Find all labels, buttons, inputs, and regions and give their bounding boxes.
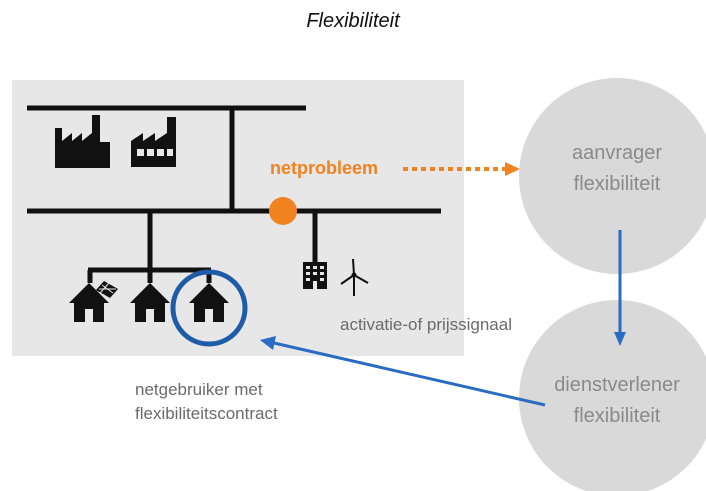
highlight-ring: [170, 269, 248, 347]
requester-line1: aanvrager: [571, 142, 663, 164]
provider-text: dienstverlener flexibiliteit: [519, 370, 706, 432]
signal-label: activatie-of prijssignaal: [340, 315, 512, 334]
grid-lines: [27, 105, 441, 283]
request-arrow: [403, 162, 520, 176]
provider-line1: dienstverlener: [554, 374, 680, 396]
diagram-title: Flexibiliteit: [306, 10, 400, 32]
signal-arrow: [260, 336, 546, 407]
dispatch-arrow: [614, 230, 626, 346]
factory-icon: [131, 117, 176, 167]
requester-circle: [519, 78, 706, 274]
user-label-line2: flexibiliteitscontract: [135, 404, 278, 423]
house-icon: [69, 283, 109, 322]
netproblem-marker: [269, 197, 297, 225]
requester-text: aanvrager flexibiliteit: [519, 138, 706, 200]
requester-line2: flexibiliteit: [573, 173, 661, 195]
provider-circle: [519, 300, 706, 491]
office-building-icon: [303, 262, 327, 289]
house-icon: [130, 283, 170, 322]
provider-line2: flexibiliteit: [573, 405, 661, 427]
house-icon: [189, 283, 229, 322]
wind-turbine-icon: [340, 258, 369, 296]
solar-panel-icon: [96, 281, 118, 298]
user-label-line1: netgebruiker met: [135, 380, 263, 399]
factory-icon: [55, 115, 110, 168]
netprobleem-label: netprobleem: [270, 158, 379, 178]
